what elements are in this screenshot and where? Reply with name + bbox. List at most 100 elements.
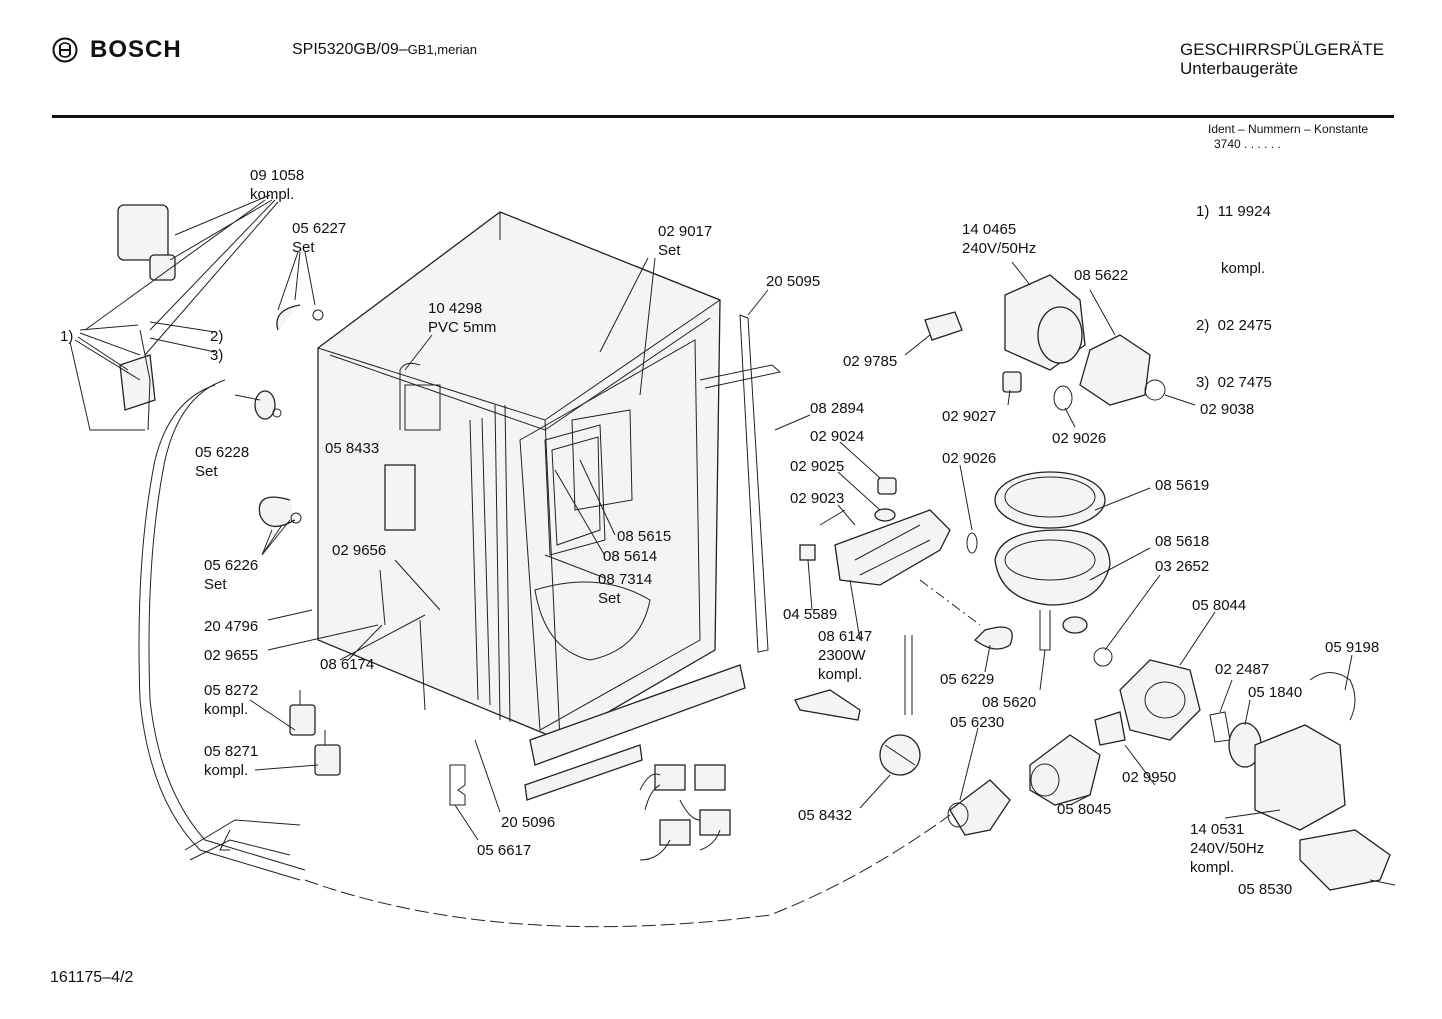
part-label-029025: 02 9025 [790, 458, 845, 475]
part-number: 05 6227 [292, 220, 347, 237]
part-label-note3: 3) [210, 347, 224, 364]
part-number: 09 1058 [250, 167, 305, 184]
part-label-085618: 08 5618 [1155, 533, 1210, 550]
part-label-note1: 1) [60, 328, 74, 345]
wiring-harness-drawing [639, 764, 731, 861]
part-number: 10 4298 [428, 300, 483, 317]
part-label-058044: 05 8044 [1192, 597, 1247, 614]
part-note: Set [195, 463, 218, 480]
part-label-086147: 08 6147 2300W kompl. [818, 627, 872, 684]
part-label-note2: 2) [210, 328, 224, 345]
part-label-029656: 02 9656 [332, 542, 387, 559]
part-label-029038: 02 9038 [1200, 401, 1255, 418]
hose-drawing [117, 204, 324, 881]
part-label-140531: 14 0531 240V/50Hz kompl. [1190, 820, 1264, 877]
category-subtitle: Unterbaugeräte [1180, 59, 1299, 78]
part-label-029026-a: 02 9026 [1052, 430, 1107, 447]
part-label-086174: 08 6174 [320, 656, 375, 673]
tub-frame-drawing [317, 211, 782, 801]
part-label-058272: 05 8272 kompl. [204, 681, 258, 719]
model-number: SPI5320GB/09–GB1,merian [292, 40, 477, 59]
part-number: 05 8271 [204, 743, 259, 760]
footnote-line: 3) 02 7475 [1196, 374, 1272, 391]
part-label-029023: 02 9023 [790, 490, 845, 507]
part-label-205096: 20 5096 [501, 814, 556, 831]
part-note: kompl. [204, 762, 249, 779]
header-rule [52, 115, 1394, 118]
part-label-085614: 08 5614 [603, 548, 658, 565]
part-number: 08 6147 [818, 628, 873, 645]
part-label-058432: 05 8432 [798, 807, 853, 824]
part-note: 240V/50Hz [962, 240, 1037, 257]
part-number: 08 7314 [598, 571, 653, 588]
footnote-line: 1) 11 9924 [1196, 203, 1271, 220]
part-label-058530: 05 8530 [1238, 881, 1293, 898]
part-note: kompl. [818, 666, 863, 683]
part-note: Set [598, 590, 621, 607]
part-number: 14 0465 [962, 221, 1017, 238]
part-note: kompl. [204, 701, 249, 718]
drawing-number: 161175–4/2 [50, 969, 134, 986]
ident-constant: 3740 . . . . . . [1214, 137, 1281, 151]
part-label-085620: 08 5620 [982, 694, 1037, 711]
part-note: kompl. [1190, 859, 1235, 876]
brand: BOSCH [52, 36, 182, 64]
part-label-029785: 02 9785 [843, 353, 898, 370]
part-note: 240V/50Hz [1190, 840, 1265, 857]
part-number: 02 9017 [658, 223, 713, 240]
part-label-085619: 08 5619 [1155, 477, 1210, 494]
leader-lines [69, 194, 1396, 928]
ident-title: Ident – Nummern – Konstante [1208, 122, 1369, 136]
ident-block: Ident – Nummern – Konstante 3740 . . . .… [1208, 122, 1368, 152]
part-label-085622: 08 5622 [1074, 267, 1129, 284]
part-label-029026-b: 02 9026 [942, 450, 997, 467]
part-label-204796: 20 4796 [204, 618, 259, 635]
part-note: 2300W [818, 647, 866, 664]
part-label-051840: 05 1840 [1248, 684, 1303, 701]
part-label-029024: 02 9024 [810, 428, 865, 445]
pressure-switches-drawing [289, 690, 466, 806]
part-number: 14 0531 [1190, 821, 1245, 838]
part-number: 05 6228 [195, 444, 250, 461]
part-note: Set [658, 242, 681, 259]
part-label-140465: 14 0465 240V/50Hz [962, 220, 1036, 258]
footnotes: 1) 11 9924 kompl. 2) 02 2475 3) 02 7475 [1196, 164, 1272, 411]
part-label-205095: 20 5095 [766, 273, 821, 290]
part-note: kompl. [250, 186, 295, 203]
heater-and-pump-drawing [794, 274, 1391, 891]
part-label-058271: 05 8271 kompl. [204, 742, 258, 780]
part-label-058433: 05 8433 [325, 440, 380, 457]
model-suffix: GB1,merian [407, 42, 478, 57]
part-label-091058: 09 1058 kompl. [250, 166, 304, 204]
category-block: GESCHIRRSPÜLGERÄTE Unterbaugeräte [1180, 40, 1384, 78]
part-note: Set [292, 239, 315, 256]
part-note: Set [204, 576, 227, 593]
part-label-082894: 08 2894 [810, 400, 865, 417]
footnote-line: kompl. [1196, 260, 1266, 277]
part-label-056230: 05 6230 [950, 714, 1005, 731]
part-label-029027: 02 9027 [942, 408, 997, 425]
part-number: 05 8272 [204, 682, 259, 699]
part-label-058045: 05 8045 [1057, 801, 1112, 818]
brand-name: BOSCH [90, 36, 182, 63]
part-note: PVC 5mm [428, 319, 497, 336]
part-number: 05 6226 [204, 557, 259, 574]
model-code: SPI5320GB/09– [292, 41, 408, 58]
category-title: GESCHIRRSPÜLGERÄTE [1180, 40, 1385, 59]
part-label-045589: 04 5589 [783, 606, 838, 623]
part-label-056617: 05 6617 [477, 842, 532, 859]
part-label-022487: 02 2487 [1215, 661, 1270, 678]
part-label-085615: 08 5615 [617, 528, 672, 545]
footnote-line: 2) 02 2475 [1196, 317, 1272, 334]
bosch-logo-icon [52, 37, 78, 63]
part-label-029950: 02 9950 [1122, 769, 1177, 786]
part-label-056229: 05 6229 [940, 671, 995, 688]
part-label-059198: 05 9198 [1325, 639, 1380, 656]
